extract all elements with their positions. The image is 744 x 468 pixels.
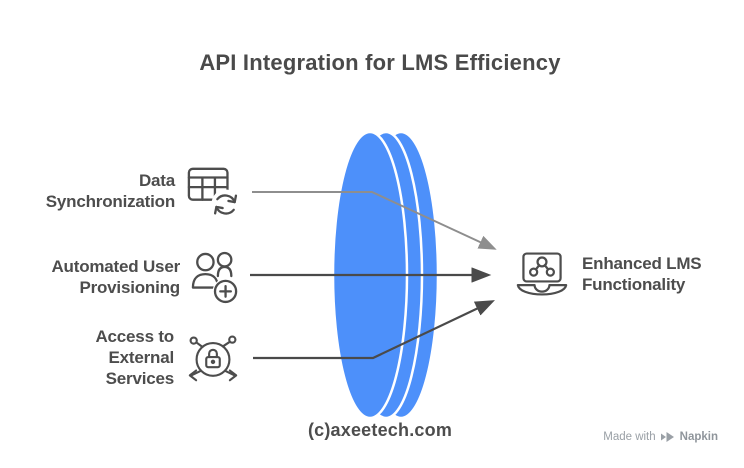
output-label-enhanced-lms-functionality: Enhanced LMS Functionality <box>582 254 702 294</box>
arrow-data-synchronization <box>252 191 497 250</box>
users-add-icon <box>191 248 239 306</box>
watermark: Made with Napkin <box>603 431 718 443</box>
page-title: API Integration for LMS Efficiency <box>199 50 561 75</box>
input-item-data-synchronization: Data Synchronization <box>46 162 240 220</box>
watermark-brand: Napkin <box>679 431 718 443</box>
lock-network-icon <box>185 329 241 387</box>
input-item-access-external-services: Access to External Services <box>95 326 241 389</box>
table-sync-icon <box>186 162 240 220</box>
arrow-access-external-services <box>253 300 495 360</box>
copyright-text: (c)axeetech.com <box>307 420 453 440</box>
watermark-prefix: Made with <box>603 431 656 443</box>
laptop-network-icon <box>516 250 568 298</box>
input-label-automated-user-provisioning: Automated User Provisioning <box>51 257 180 297</box>
output-item-enhanced-lms-functionality: Enhanced LMS Functionality <box>516 250 702 298</box>
input-label-data-synchronization: Data Synchronization <box>45 171 175 211</box>
napkin-pen-icon <box>660 432 674 442</box>
input-label-access-external-services: Access to External Services <box>95 327 174 388</box>
input-item-automated-user-provisioning: Automated User Provisioning <box>51 248 239 306</box>
